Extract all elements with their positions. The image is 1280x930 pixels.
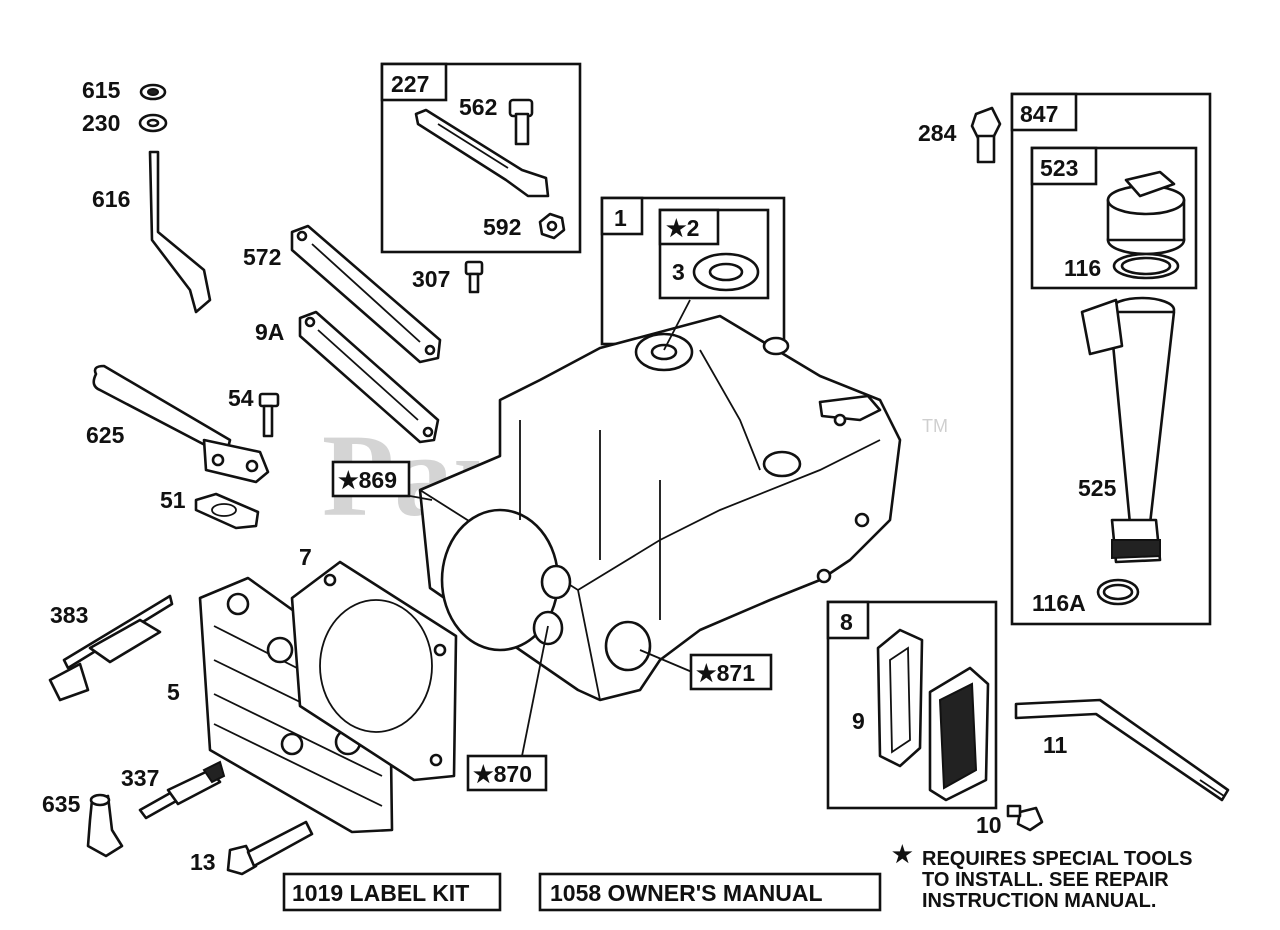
label-572[interactable]: 572 [243,244,281,270]
part-51-gasket[interactable] [194,492,260,530]
part-615-nut[interactable] [139,83,167,101]
group-box-227 [380,62,582,254]
part-616-link[interactable] [148,150,212,314]
label-523[interactable]: 523 [1040,155,1078,181]
note-star-icon: ★ [892,841,913,867]
part-523-dipstick-cap[interactable] [1106,170,1186,256]
label-869[interactable]: ★869 [338,467,397,493]
tag-box-869 [331,460,411,498]
label-227[interactable]: 227 [391,71,429,97]
leader-3 [663,299,691,351]
label-307[interactable]: 307 [412,266,450,292]
label-871[interactable]: ★871 [696,660,755,686]
part-592-nut[interactable] [538,212,566,240]
leader-871 [639,649,693,673]
part-635-plug-boot[interactable] [86,793,124,858]
part-625-breather-tube[interactable] [92,364,270,484]
label-kit-text[interactable]: 1019 LABEL KIT [292,880,469,906]
part-227-bracket[interactable] [414,108,550,198]
label-525[interactable]: 525 [1078,475,1117,501]
part-116a-o-ring[interactable] [1096,578,1140,606]
part-8-cover[interactable] [928,666,990,802]
label-383[interactable]: 383 [50,602,88,628]
label-5[interactable]: 5 [167,679,180,705]
label-51[interactable]: 51 [160,487,186,513]
label-562[interactable]: 562 [459,94,497,120]
part-525-dipstick-tube[interactable] [1080,296,1176,564]
label-1[interactable]: 1 [614,205,627,231]
label-116a[interactable]: 116A [1032,590,1086,616]
tag-box-523 [1030,146,1098,186]
label-8[interactable]: 8 [840,609,853,635]
part-10-screw[interactable] [1006,804,1044,832]
group-box-847 [1010,92,1212,626]
part-562-screw[interactable] [508,98,534,146]
part-230-washer[interactable] [138,113,168,133]
label-kit-box [282,872,502,912]
part-9a-gasket[interactable] [298,310,440,444]
note-line-2: TO INSTALL. SEE REPAIR [922,869,1169,891]
group-box-523 [1030,146,1198,290]
part-7-head-gasket[interactable] [290,560,458,782]
label-337[interactable]: 337 [121,765,159,791]
watermark-tm: TM [922,416,948,436]
part-337-spark-plug[interactable] [138,760,226,820]
label-7[interactable]: 7 [299,544,312,570]
tag-box-847 [1010,92,1078,132]
part-54-screw[interactable] [258,392,280,438]
label-635[interactable]: 635 [42,791,81,817]
label-116[interactable]: 116 [1064,255,1101,281]
label-230[interactable]: 230 [82,110,120,136]
leader-869 [409,495,433,501]
label-2[interactable]: ★2 [666,215,699,241]
label-625[interactable]: 625 [86,422,125,448]
label-9[interactable]: 9 [852,708,865,734]
leader-870 [519,625,549,767]
owners-manual-text[interactable]: 1058 OWNER'S MANUAL [550,880,823,906]
part-11-tube[interactable] [1014,698,1230,802]
part-383-governor[interactable] [48,594,174,702]
label-592[interactable]: 592 [483,214,521,240]
part-3-oil-seal[interactable] [692,252,760,292]
tag-box-870 [466,754,548,792]
group-box-8 [826,600,998,810]
part-13-bolt[interactable] [226,820,314,876]
owners-manual-box [538,872,882,912]
label-3[interactable]: 3 [672,259,685,285]
part-116-o-ring[interactable] [1112,252,1180,280]
label-54[interactable]: 54 [228,385,254,411]
label-616[interactable]: 616 [92,186,130,212]
tag-box-1 [600,196,644,236]
tag-box-2 [658,208,720,246]
part-engine-block[interactable] [418,314,902,702]
part-572-gasket[interactable] [290,224,442,364]
label-9a[interactable]: 9A [255,319,284,345]
label-10[interactable]: 10 [976,812,1002,838]
label-870[interactable]: ★870 [473,761,532,787]
tag-box-871 [689,653,773,691]
label-13[interactable]: 13 [190,849,216,875]
label-615[interactable]: 615 [82,77,121,103]
note-line-3: INSTRUCTION MANUAL. [922,890,1156,912]
part-284-bolt[interactable] [970,106,1002,164]
part-9-gasket[interactable] [876,628,924,768]
label-284[interactable]: 284 [918,120,957,146]
tag-box-227 [380,62,448,102]
label-847[interactable]: 847 [1020,101,1058,127]
tag-box-8 [826,600,870,640]
label-11[interactable]: 11 [1043,732,1068,758]
part-307-screw[interactable] [464,260,484,294]
note-line-1: REQUIRES SPECIAL TOOLS [922,848,1192,870]
